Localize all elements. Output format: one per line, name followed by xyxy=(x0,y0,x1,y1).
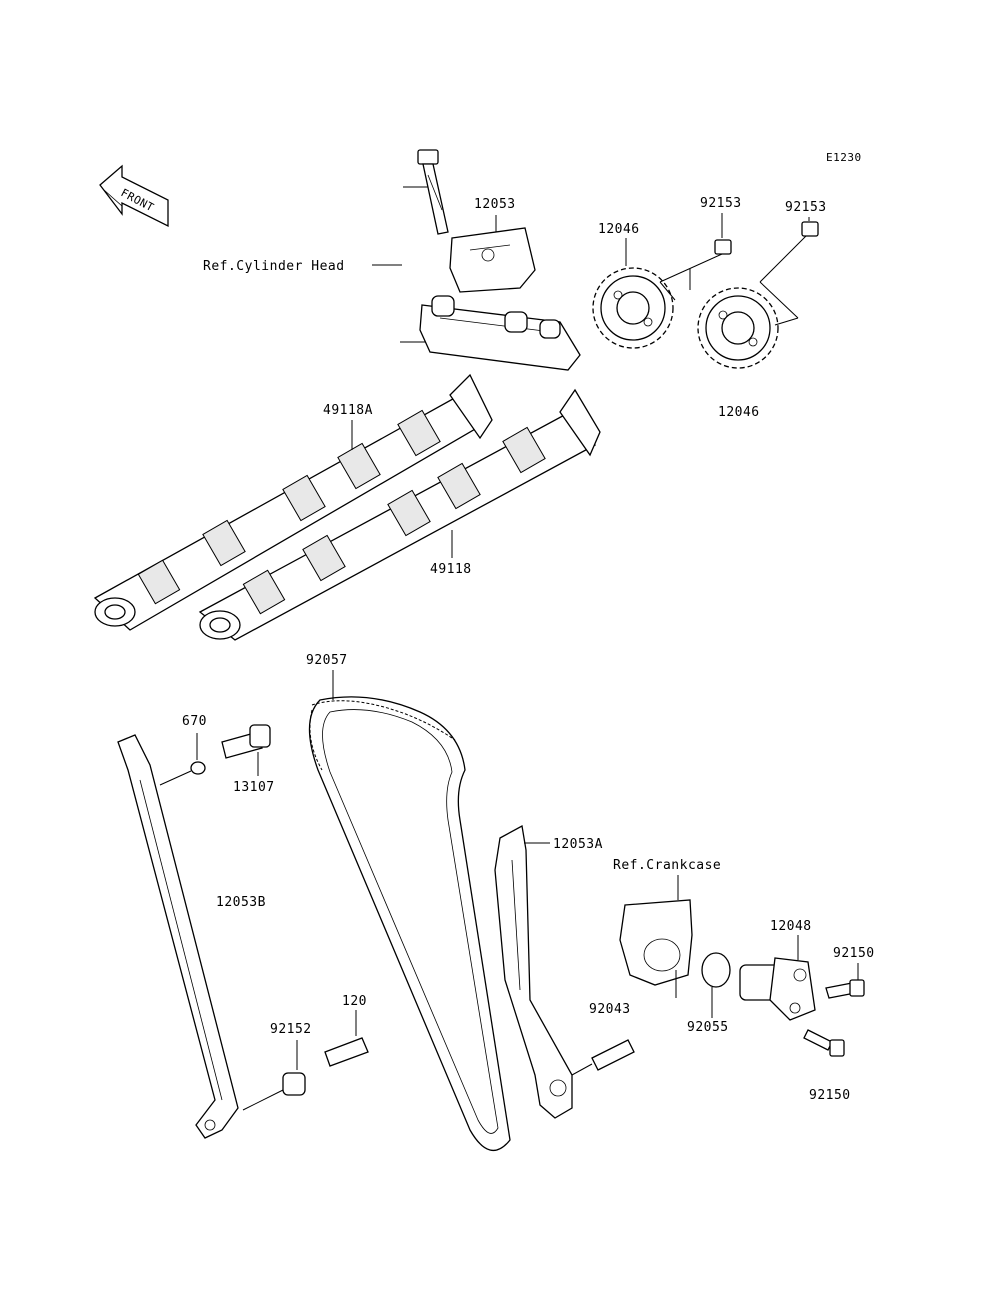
rear-chain-guide-12053B xyxy=(117,734,239,1139)
label-92152: 92152 xyxy=(270,1022,312,1037)
o-ring-670 xyxy=(190,761,206,775)
label-13107: 13107 xyxy=(233,780,275,795)
label-12046-bottom: 12046 xyxy=(718,405,760,420)
label-12053: 12053 xyxy=(474,197,516,212)
label-92043: 92043 xyxy=(589,1002,631,1017)
label-49118: 49118 xyxy=(430,562,472,577)
label-92153-a: 92153 xyxy=(700,196,742,211)
ref-cylinder-head-label: Ref.Cylinder Head xyxy=(203,259,345,274)
tensioner-guide-12053A xyxy=(494,824,573,1119)
label-92055: 92055 xyxy=(687,1020,729,1035)
camshaft-cap-holder xyxy=(400,295,581,371)
diagram-code: E1230 xyxy=(826,151,862,164)
label-12046-top: 12046 xyxy=(598,222,640,237)
front-arrow-icon: FRONT xyxy=(99,164,169,228)
label-120: 120 xyxy=(342,994,367,1009)
o-ring-92055 xyxy=(701,952,731,988)
camshaft-49118A xyxy=(93,373,493,631)
label-92153-b: 92153 xyxy=(785,200,827,215)
chain-tensioner-12048 xyxy=(739,935,816,1021)
label-12048: 12048 xyxy=(770,919,812,934)
collar-92152 xyxy=(242,1040,306,1111)
dowel-pin-92043 xyxy=(571,1039,635,1076)
guide-pivot-bolt-13107 xyxy=(221,724,271,776)
sprocket-bolt-a xyxy=(659,239,732,301)
cam-chain-92057 xyxy=(308,670,511,1151)
label-92150-a: 92150 xyxy=(833,946,875,961)
cam-sprocket-left xyxy=(592,267,674,349)
label-92150-b: 92150 xyxy=(809,1088,851,1103)
label-92057: 92057 xyxy=(306,653,348,668)
label-670: 670 xyxy=(182,714,207,729)
ref-crankcase-label: Ref.Crankcase xyxy=(613,858,721,873)
camshaft-cap-bolt xyxy=(403,149,449,235)
camshaft-49118 xyxy=(198,388,601,641)
label-12053B: 12053B xyxy=(216,895,266,910)
sprocket-bolt-b xyxy=(759,221,819,326)
tensioner-bolt-a xyxy=(825,963,865,999)
label-12053A-main: 12053A xyxy=(553,837,603,852)
tensioner-bolt-b xyxy=(803,1029,845,1057)
pin-120 xyxy=(324,1010,369,1067)
label-49118A: 49118A xyxy=(323,403,373,418)
crankcase-flange xyxy=(619,875,693,998)
cam-sprocket-right xyxy=(697,287,779,369)
upper-chain-guide-12053 xyxy=(449,215,536,293)
